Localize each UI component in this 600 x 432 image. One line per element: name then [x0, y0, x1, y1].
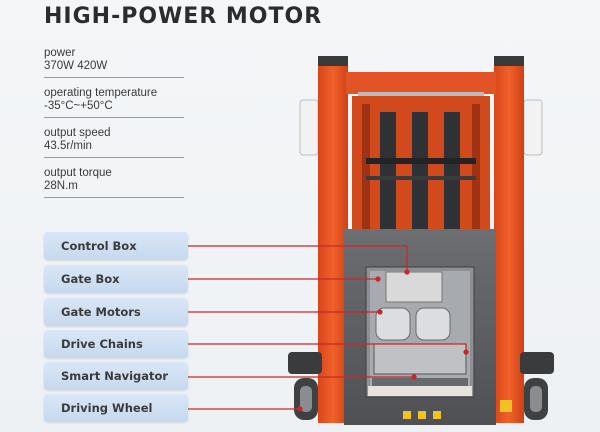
- warning-label: [500, 400, 512, 412]
- leader-dot: [375, 276, 381, 282]
- label-gate-box: Gate Box: [44, 265, 188, 293]
- fork-middle: [412, 112, 428, 230]
- label-driving-wheel: Driving Wheel: [44, 394, 188, 422]
- motor-left: [375, 307, 411, 341]
- label-drive-chains: Drive Chains: [44, 330, 188, 358]
- warning-label: [418, 411, 426, 419]
- right-light-box: [523, 99, 543, 156]
- label-smart-navigator: Smart Navigator: [44, 362, 188, 390]
- spec-output-torque: output torque 28N.m: [44, 167, 184, 198]
- spec-label: output torque: [44, 167, 112, 179]
- top-crossbar: [346, 72, 496, 94]
- label-control-box: Control Box: [44, 232, 188, 260]
- spec-power: power 370W 420W: [44, 47, 184, 78]
- spec-value: 28N.m: [44, 180, 78, 192]
- right-upright: [494, 58, 524, 423]
- gate-box-unit: [385, 271, 443, 303]
- motor-right: [415, 307, 451, 341]
- leader-dot: [297, 406, 303, 412]
- fork-right: [444, 112, 460, 230]
- left-upright: [318, 58, 348, 423]
- spec-value: -35°C~+50°C: [44, 100, 113, 112]
- spec-value: 43.5r/min: [44, 140, 92, 152]
- leader-dot: [377, 309, 383, 315]
- page-title: HIGH-POWER MOTOR: [44, 4, 323, 29]
- left-cap: [318, 56, 348, 66]
- warning-label: [403, 411, 411, 419]
- left-outrigger: [288, 352, 322, 374]
- spec-label: operating temperature: [44, 87, 158, 99]
- spec-label: power: [44, 47, 76, 59]
- leader-dot: [404, 269, 410, 275]
- spec-operating-temperature: operating temperature -35°C~+50°C: [44, 87, 184, 118]
- right-outrigger: [520, 352, 554, 374]
- spec-label: output speed: [44, 127, 111, 139]
- label-gate-motors: Gate Motors: [44, 298, 188, 326]
- gearbox: [373, 343, 467, 375]
- spec-value: 370W 420W: [44, 60, 108, 72]
- leader-dot: [411, 374, 417, 380]
- spec-output-speed: output speed 43.5r/min: [44, 127, 184, 158]
- left-light-box: [299, 99, 319, 156]
- right-cap: [494, 56, 524, 66]
- warning-label: [433, 411, 441, 419]
- fork-left: [380, 112, 396, 230]
- leader-dot: [463, 349, 469, 355]
